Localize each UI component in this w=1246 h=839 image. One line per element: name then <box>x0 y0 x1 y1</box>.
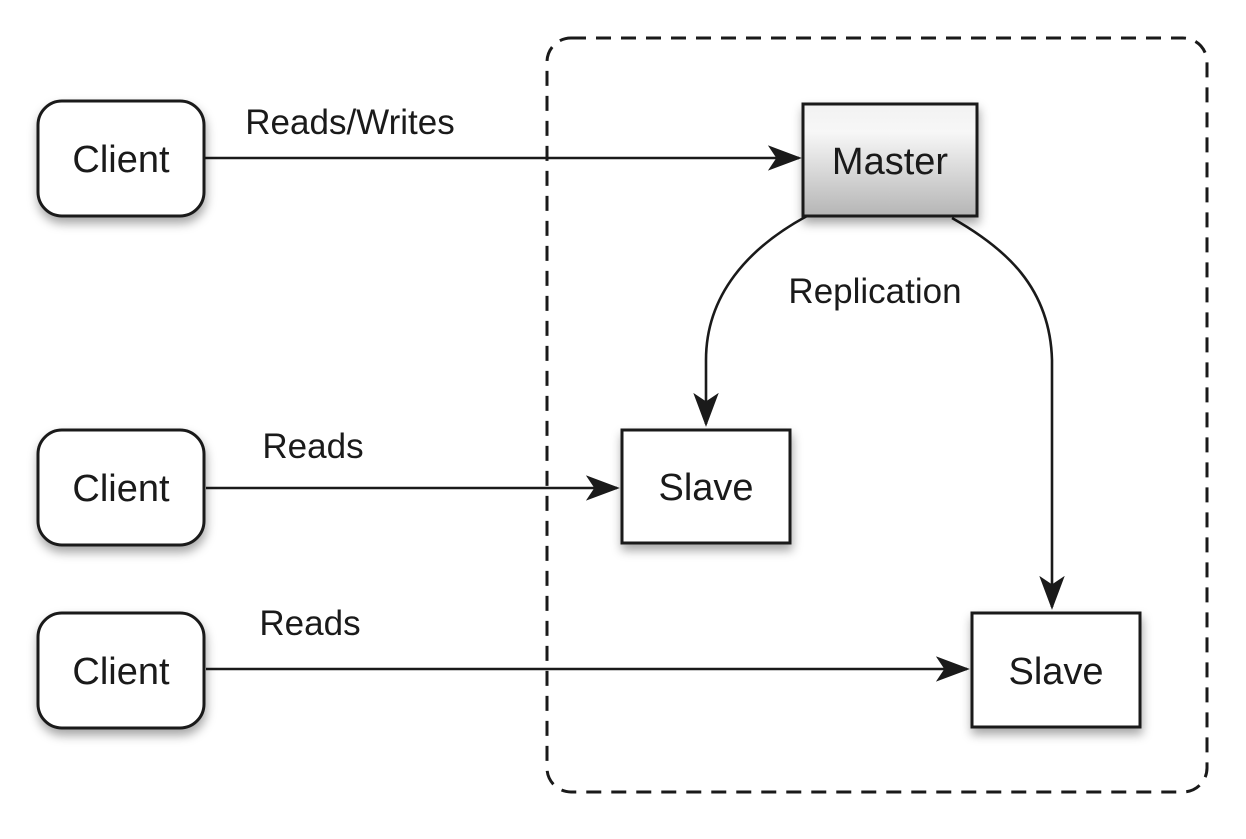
client-box-3 <box>36 611 206 730</box>
reads-label-bottom: Reads <box>259 604 360 643</box>
slave-label-1: Slave <box>658 467 753 509</box>
slave-node-1: Slave <box>620 428 792 545</box>
master-label: Master <box>832 141 948 183</box>
slave-label-2: Slave <box>1008 651 1103 693</box>
reads-label-middle: Reads <box>262 427 363 466</box>
client-label-2: Client <box>72 468 170 510</box>
master-box <box>801 102 979 218</box>
client-label-1: Client <box>72 139 170 181</box>
replication-arrow-right <box>951 216 1065 610</box>
slave-box-2 <box>970 611 1142 729</box>
slave-node-2: Slave <box>970 611 1142 729</box>
replication-label: Replication <box>788 272 961 311</box>
slave-box-1 <box>620 428 792 545</box>
server-group-boundary <box>545 36 1209 794</box>
client-node-2: Client <box>36 428 206 547</box>
client-box-1 <box>36 99 206 218</box>
client-node-1: Client <box>36 99 206 218</box>
client-box-2 <box>36 428 206 547</box>
master-node: Master <box>801 102 979 218</box>
client-node-3: Client <box>36 611 206 730</box>
replication-arrow-left <box>693 214 808 427</box>
reads-writes-label: Reads/Writes <box>245 103 454 142</box>
client-label-3: Client <box>72 651 170 693</box>
